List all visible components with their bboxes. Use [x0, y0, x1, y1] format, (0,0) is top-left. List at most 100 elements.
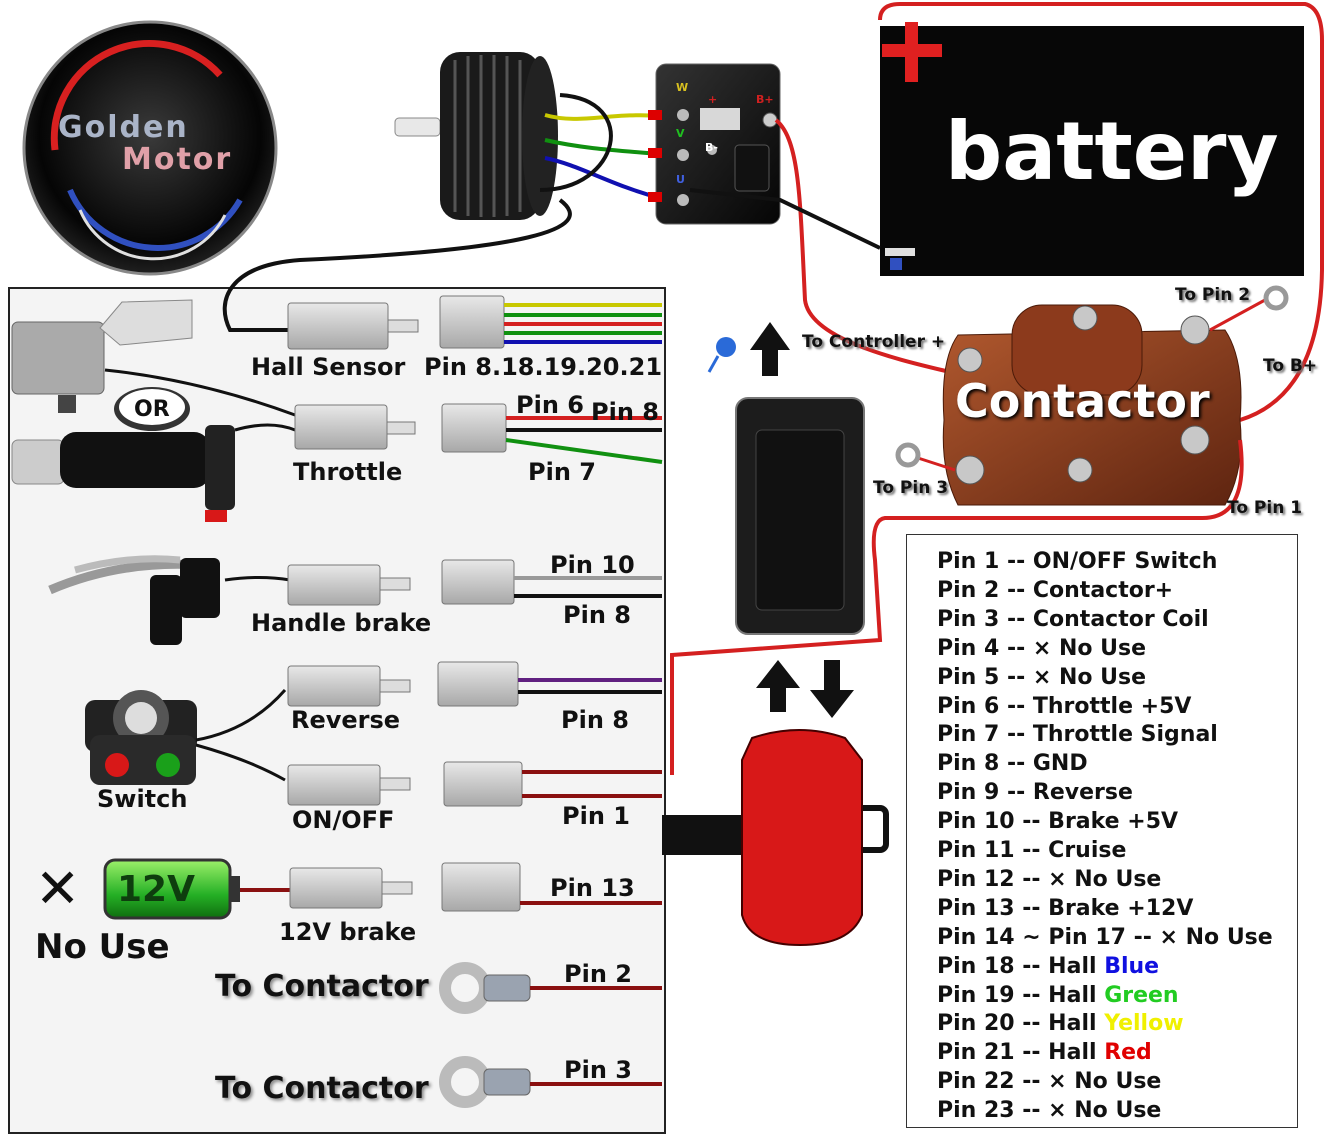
legend-row: Pin 19 -- Hall Green — [937, 982, 1179, 1008]
terminal-bminus: B- — [705, 141, 718, 154]
ring-terminal-icon — [895, 285, 1289, 472]
handle-brake-plug — [287, 559, 515, 606]
legend-row: Pin 10 -- Brake +5V — [937, 811, 1178, 833]
twelve-volt-brake-plug — [289, 862, 521, 912]
hall-sensor-pins: Pin 8.18.19.20.21 — [424, 353, 663, 381]
legend-row-text: Pin 8 -- GND — [937, 751, 1088, 777]
legend-row-text: Pin 11 -- Cruise — [937, 838, 1127, 863]
terminal-v: V — [676, 127, 685, 140]
twelve-volt-brake-label: 12V brake — [279, 918, 417, 946]
hall-sensor-plug — [287, 295, 505, 350]
arrow-up-icon — [750, 322, 790, 376]
ring-terminal-icon — [439, 962, 531, 1014]
legend-row: Pin 3 -- Contactor Coil — [937, 606, 1209, 632]
legend-row-text: Pin 10 -- Brake +5V — [937, 809, 1179, 835]
legend-row: Pin 11 -- Cruise — [937, 840, 1126, 862]
legend-row: Pin 6 -- Throttle +5V — [937, 693, 1192, 719]
battery-minus-icon — [885, 248, 915, 270]
legend-row-text: Pin 2 -- Contactor+ — [937, 577, 1174, 603]
to-contactor-label-b: To Contactor — [215, 1071, 429, 1106]
legend-row-text: Pin 14 ~ Pin 17 -- × No Use — [937, 924, 1273, 950]
legend-row: Pin 7 -- Throttle Signal — [937, 724, 1218, 746]
legend-row-text: Pin 20 -- Hall — [937, 1011, 1105, 1037]
arrow-down-icon — [810, 660, 854, 718]
twelve-volt-battery-text: 12V — [117, 869, 195, 910]
to-contactor-label-a: To Contactor — [215, 969, 429, 1004]
legend-row: Pin 12 -- × No Use — [937, 866, 1162, 892]
or-badge — [114, 387, 190, 431]
legend-row: Pin 4 -- × No Use — [937, 635, 1147, 661]
legend-row-text: Pin 4 -- × No Use — [937, 635, 1147, 661]
switch-icon — [85, 690, 197, 785]
controller-connector-female — [662, 729, 889, 947]
legend-row: Pin 22 -- × No Use — [937, 1071, 1161, 1093]
arrow-up-icon — [756, 660, 800, 712]
handle-brake-label: Handle brake — [251, 609, 432, 637]
no-use-label: No Use — [35, 927, 170, 967]
legend-row-color-word: Yellow — [1104, 1011, 1184, 1037]
legend-row-color-word: Red — [1104, 1040, 1152, 1066]
on-off-pin-1: Pin 1 — [562, 802, 630, 830]
golden-motor-logo — [22, 20, 278, 276]
battery-label: battery — [945, 105, 1279, 198]
foot-pedal-throttle — [11, 299, 193, 413]
legend-row: Pin 9 -- Reverse — [937, 782, 1133, 804]
legend-row: Pin 21 -- Hall Red — [937, 1042, 1152, 1064]
legend-row: Pin 2 -- Contactor+ — [937, 577, 1174, 603]
legend-row-text: Pin 19 -- Hall — [937, 982, 1105, 1008]
throttle-pin-7: Pin 7 — [528, 458, 596, 486]
legend-row: Pin 20 -- Hall Yellow — [937, 1013, 1184, 1035]
motor-controller — [655, 63, 781, 225]
legend-row-text: Pin 6 -- Throttle +5V — [937, 693, 1192, 719]
brand-line-2: Motor — [122, 142, 233, 177]
to-pin-3-label: To Pin 3 — [873, 478, 949, 498]
legend-row: Pin 5 -- × No Use — [937, 664, 1147, 690]
throttle-label: Throttle — [293, 458, 403, 486]
ring-terminal-icon — [439, 1056, 531, 1108]
throttle-pin-6: Pin 6 — [516, 391, 584, 419]
magnifier-icon — [707, 337, 736, 373]
twelve-volt-brake-pin-13: Pin 13 — [550, 874, 635, 902]
legend-row-text: Pin 9 -- Reverse — [937, 780, 1133, 806]
legend-row-text: Pin 1 -- ON/OFF Switch — [937, 549, 1218, 574]
throttle-pin-8: Pin 8 — [591, 398, 659, 426]
legend-row-text: Pin 3 -- Contactor Coil — [937, 606, 1209, 632]
legend-row-color-word: Green — [1104, 982, 1179, 1008]
or-label: OR — [134, 397, 170, 422]
legend-row-text: Pin 23 -- × No Use — [937, 1098, 1162, 1124]
brand-line-1: Golden — [58, 110, 189, 145]
legend-row-text: Pin 13 -- Brake +12V — [937, 895, 1194, 921]
legend-row: Pin 1 -- ON/OFF Switch — [937, 551, 1217, 573]
legend-row-text: Pin 22 -- × No Use — [937, 1069, 1162, 1095]
hub-motor — [394, 52, 558, 220]
legend-row-text: Pin 5 -- × No Use — [937, 664, 1147, 690]
to-bplus-label: To B+ — [1263, 356, 1318, 376]
terminal-bplus: B+ — [756, 93, 774, 106]
to-controller-plus-label: To Controller + — [802, 332, 946, 352]
twelve-volt-battery-icon — [103, 858, 240, 920]
legend-row-text: Pin 7 -- Throttle Signal — [937, 722, 1218, 748]
twist-grip-throttle — [11, 425, 235, 522]
no-use-mark: ✕ — [35, 857, 81, 920]
brake-lever-icon — [48, 555, 220, 645]
on-off-plug — [287, 761, 523, 807]
reverse-label: Reverse — [291, 706, 401, 734]
hall-sensor-label: Hall Sensor — [251, 353, 406, 381]
contactor — [942, 304, 1242, 506]
to-contactor-pin-2: Pin 2 — [564, 960, 632, 988]
terminal-plus: + — [708, 93, 718, 106]
terminal-u: U — [676, 173, 685, 186]
controller-connector-male — [735, 397, 865, 635]
battery-plus-icon — [882, 22, 942, 82]
switch-label: Switch — [97, 785, 188, 813]
contactor-label: Contactor — [955, 374, 1210, 428]
to-pin-2-label: To Pin 2 — [1175, 285, 1251, 305]
reverse-plug — [287, 661, 519, 707]
handle-brake-pin-8: Pin 8 — [563, 601, 631, 629]
battery — [880, 26, 1304, 276]
legend-row: Pin 14 ~ Pin 17 -- × No Use — [937, 924, 1273, 950]
handle-brake-pin-10: Pin 10 — [550, 551, 635, 579]
legend-row-text: Pin 12 -- × No Use — [937, 866, 1162, 892]
